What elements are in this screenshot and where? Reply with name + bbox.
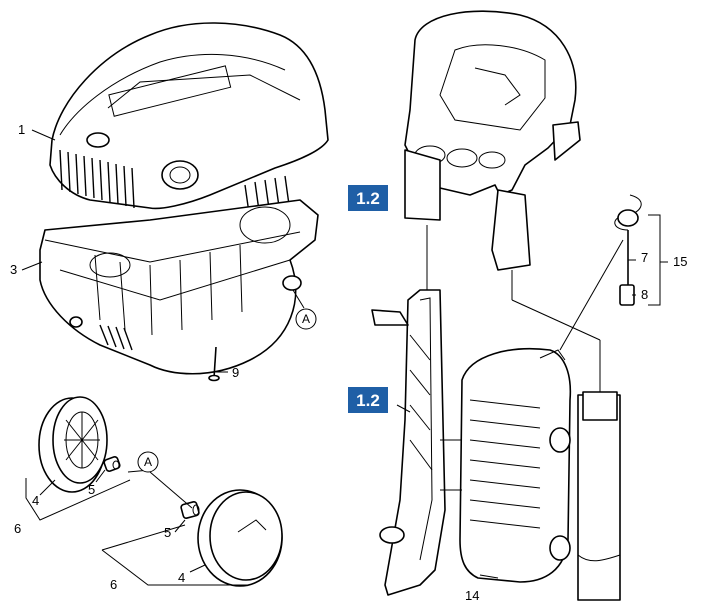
wheel-left [38, 396, 108, 493]
callout-6-left: 6 [14, 521, 21, 536]
callout-4-left: 4 [32, 493, 39, 508]
wheel-right [197, 489, 283, 587]
callout-5-right: 5 [164, 525, 171, 540]
badge-1-2-bottom-label: 1.2 [356, 391, 380, 410]
handle [404, 10, 581, 271]
callout-8: 8 [641, 287, 648, 302]
callout-3: 3 [10, 262, 17, 277]
lower-vent-fins [99, 324, 133, 351]
wheel-hub-left [103, 456, 121, 472]
tank-ribs [469, 399, 541, 529]
tube [577, 391, 621, 601]
screw [208, 346, 220, 382]
callout-6-right: 6 [110, 577, 117, 592]
reference-mark-a-1: A [295, 308, 317, 330]
reference-mark-a-2: A [137, 451, 159, 473]
leader-lines [21, 129, 668, 586]
reference-mark-a-2-label: A [144, 455, 152, 469]
filter-hose [614, 194, 642, 306]
detergent-tank [459, 347, 572, 583]
upper-housing [49, 22, 329, 221]
callout-14: 14 [465, 588, 479, 603]
badge-1-2-top-label: 1.2 [356, 189, 380, 208]
callout-5-left: 5 [88, 482, 95, 497]
callout-4-right: 4 [178, 570, 185, 585]
callout-labels: 1 3 9 4 5 6 5 4 6 7 8 15 14 [10, 122, 687, 603]
reference-mark-a-1-label: A [302, 312, 310, 326]
callout-1: 1 [18, 122, 25, 137]
lower-housing [39, 199, 319, 375]
badge-1-2-top: 1.2 [348, 185, 388, 211]
badge-1-2-bottom: 1.2 [348, 387, 388, 413]
wheel-hub-right [180, 501, 200, 519]
callout-7: 7 [641, 250, 648, 265]
callout-15: 15 [673, 254, 687, 269]
side-holder [371, 289, 446, 596]
callout-9: 9 [232, 365, 239, 380]
